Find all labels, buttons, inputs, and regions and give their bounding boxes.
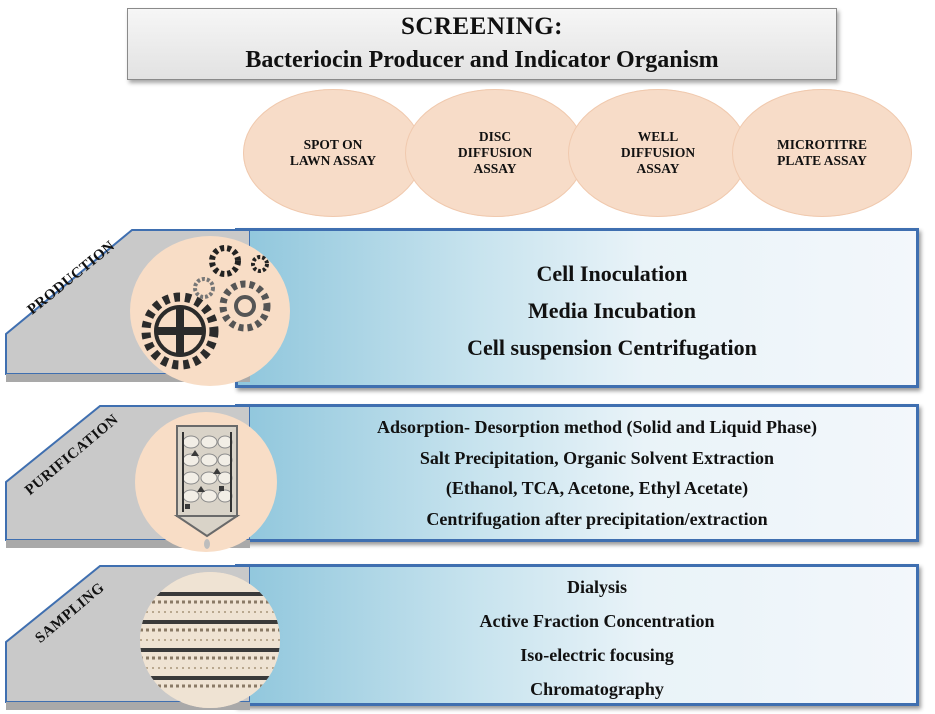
purification-step: (Ethanol, TCA, Acetone, Ethyl Acetate): [445, 478, 749, 498]
purification-step: Centrifugation after precipitation/extra…: [426, 508, 768, 529]
assay-label: WELL DIFFUSION ASSAY: [620, 129, 696, 176]
sampling-steps: Dialysis Active Fraction Concentration I…: [278, 570, 916, 706]
sampling-step: Active Fraction Concentration: [479, 611, 715, 631]
assay-well-diffusion: WELL DIFFUSION ASSAY: [568, 89, 748, 217]
production-step: Cell suspension Centrifugation: [467, 335, 757, 360]
column-icon: [135, 412, 277, 552]
screening-header: SCREENING: Bacteriocin Producer and Indi…: [127, 8, 837, 80]
assay-label: MICROTITRE PLATE ASSAY: [776, 137, 867, 168]
sampling-step: Dialysis: [566, 577, 627, 597]
sampling-band: Dialysis Active Fraction Concentration I…: [235, 564, 919, 706]
screening-title: SCREENING:: [401, 13, 563, 40]
production-step: Media Incubation: [527, 298, 697, 323]
assay-disc-diffusion: DISC DIFFUSION ASSAY: [405, 89, 585, 217]
production-band: Cell Inoculation Media Incubation Cell s…: [235, 228, 919, 388]
production-step: Cell Inoculation: [536, 261, 688, 286]
sampling-step: Chromatography: [530, 679, 664, 699]
purification-step: Adsorption- Desorption method (Solid and…: [376, 417, 818, 437]
assay-label: DISC DIFFUSION ASSAY: [457, 129, 533, 176]
screening-subtitle: Bacteriocin Producer and Indicator Organ…: [245, 47, 719, 73]
sampling-step: Iso-electric focusing: [520, 645, 674, 665]
purification-steps: Adsorption- Desorption method (Solid and…: [278, 412, 916, 534]
assay-microtitre-plate: MICROTITRE PLATE ASSAY: [732, 89, 912, 217]
production-steps: Cell Inoculation Media Incubation Cell s…: [308, 255, 916, 366]
membrane-icon: [140, 572, 280, 708]
purification-step: Salt Precipitation, Organic Solvent Extr…: [419, 447, 775, 468]
purification-band: Adsorption- Desorption method (Solid and…: [235, 404, 919, 542]
assay-label: SPOT ON LAWN ASSAY: [289, 137, 377, 168]
gears-icon: [130, 236, 290, 386]
assay-spot-on-lawn: SPOT ON LAWN ASSAY: [243, 89, 423, 217]
